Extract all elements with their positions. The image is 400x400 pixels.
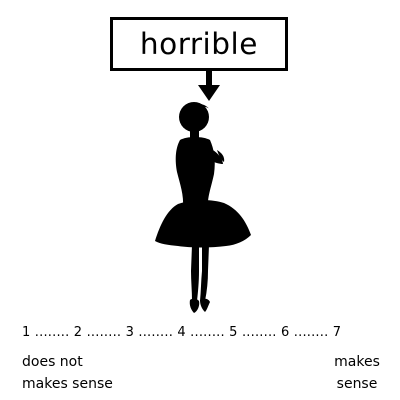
down-arrow-icon [198, 85, 220, 101]
right-anchor-line-1: makes [334, 354, 380, 370]
right-anchor-line-2: sense [336, 376, 378, 392]
left-anchor-label: does not makes sense [22, 351, 142, 395]
right-anchor-label: makes sense [322, 351, 392, 395]
rating-scale: 1 ........ 2 ........ 3 ........ 4 .....… [22, 325, 342, 340]
prompt-word: horrible [139, 26, 259, 61]
word-box: horrible [110, 17, 288, 71]
left-anchor-line-2: makes sense [22, 376, 113, 392]
down-arrow-shaft [206, 71, 212, 85]
left-anchor-line-1: does not [22, 354, 83, 370]
woman-silhouette-icon [155, 102, 251, 313]
